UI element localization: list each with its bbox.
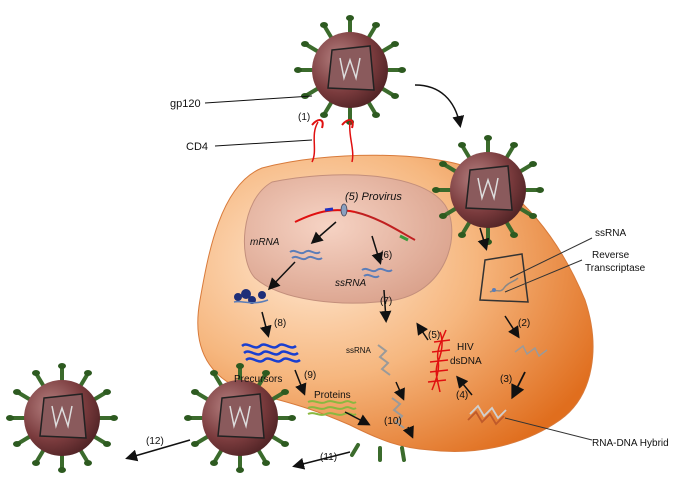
step-2: (2) bbox=[518, 318, 530, 329]
rna-dna-hybrid bbox=[467, 404, 507, 426]
ssrna-uncoated bbox=[514, 344, 548, 358]
label-reverse: Reverse bbox=[592, 250, 630, 261]
label-transcriptase: Transcriptase bbox=[585, 263, 646, 274]
nucleus bbox=[243, 174, 453, 304]
step-1: (1) bbox=[298, 112, 310, 123]
label-ssrna-nucleus: ssRNA bbox=[335, 278, 366, 289]
mrna-strand bbox=[289, 249, 321, 255]
step-9: (9) bbox=[304, 370, 316, 381]
label-rna-dna-hybrid: RNA-DNA Hybrid bbox=[592, 438, 669, 449]
ssrna-leader bbox=[509, 237, 593, 279]
label-ssrna-cytoplasm: ssRNA bbox=[346, 346, 372, 355]
step-6: (6) bbox=[380, 250, 392, 261]
processed-proteins bbox=[307, 400, 357, 416]
label-provirus: (5) Provirus bbox=[345, 191, 402, 203]
label-mrna: mRNA bbox=[250, 237, 280, 248]
label-hiv: HIV bbox=[457, 342, 474, 353]
viral-core-trapezoid bbox=[479, 253, 529, 303]
virus-bottom-budding bbox=[350, 443, 406, 462]
protein-precursors bbox=[241, 343, 301, 363]
step-4: (4) bbox=[456, 390, 468, 401]
step-11: (11) bbox=[320, 452, 337, 463]
step-3: (3) bbox=[500, 374, 512, 385]
label-proteins: Proteins bbox=[314, 390, 351, 401]
label-dsdna: dsDNA bbox=[450, 356, 482, 367]
arrow-virus-to-cell bbox=[414, 84, 465, 128]
cd4-receptor bbox=[311, 121, 354, 163]
virus-top bbox=[292, 13, 408, 127]
step-8: (8) bbox=[274, 318, 286, 329]
label-ssrna-right: ssRNA bbox=[595, 228, 626, 239]
step-12: (12) bbox=[146, 436, 164, 447]
hiv-dsdna bbox=[427, 329, 451, 393]
arrow-step-11 bbox=[292, 451, 351, 470]
virus-released bbox=[4, 361, 120, 475]
gp120-leader bbox=[204, 95, 313, 104]
rt-leader bbox=[504, 259, 583, 293]
cd4-leader bbox=[214, 139, 313, 147]
step-10: (10) bbox=[384, 416, 402, 427]
ribosomes bbox=[233, 289, 269, 304]
label-gp120: gp120 bbox=[170, 98, 201, 110]
step-7: (7) bbox=[380, 296, 392, 307]
label-cd4: CD4 bbox=[186, 141, 208, 153]
step-5: (5) bbox=[428, 330, 440, 341]
arrow-step-12 bbox=[125, 439, 191, 462]
label-precursors: Precursors bbox=[234, 374, 282, 385]
hybrid-leader bbox=[504, 417, 593, 441]
ssrna-nucleus-strand bbox=[361, 267, 393, 273]
ssrna-cytoplasm bbox=[377, 344, 391, 376]
